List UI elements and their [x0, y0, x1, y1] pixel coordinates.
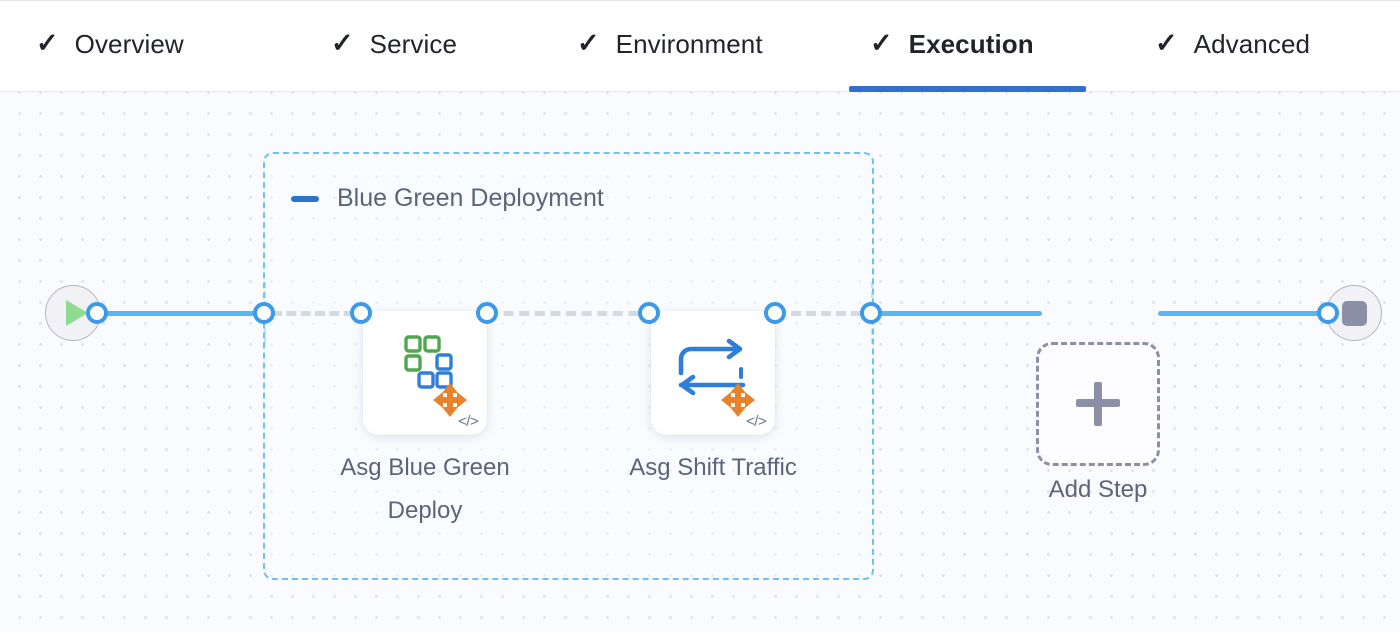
step-label: Asg Blue Green Deploy — [340, 454, 510, 524]
play-icon — [65, 300, 88, 326]
connector-addstep-to-end — [1158, 311, 1338, 316]
stop-icon — [1341, 300, 1367, 326]
check-icon: ✓ — [1155, 27, 1178, 58]
tab-overview[interactable]: ✓ Overview — [36, 0, 214, 92]
minus-icon[interactable] — [291, 195, 319, 202]
step-node-asg-blue-green-deploy[interactable]: </> Asg Blue Green Deploy — [340, 311, 510, 524]
tab-label: Service — [369, 28, 458, 59]
port-step1-in[interactable] — [350, 302, 372, 324]
asg-blue-green-deploy-icon — [404, 335, 467, 417]
connector-step2-to-group-end — [776, 311, 876, 316]
step-label: Asg Shift Traffic — [629, 454, 797, 481]
port-step2-in[interactable] — [638, 302, 660, 324]
step-node-asg-shift-traffic[interactable]: </> Asg Shift Traffic — [629, 311, 797, 481]
check-icon: ✓ — [577, 27, 600, 58]
tab-label: Advanced — [1193, 28, 1311, 59]
connector-group-to-step1 — [272, 311, 368, 316]
port-start-out[interactable] — [86, 302, 108, 324]
code-badge: </> — [746, 413, 766, 430]
stage-group-blue-green-deployment[interactable]: Blue Green Deployment — [263, 152, 874, 580]
aws-asg-glyph — [721, 383, 755, 417]
tab-label: Environment — [615, 28, 763, 59]
port-group-out[interactable] — [860, 302, 882, 324]
aws-asg-glyph — [433, 383, 467, 417]
connector-step1-to-step2 — [488, 311, 654, 316]
group-header[interactable]: Blue Green Deployment — [291, 184, 604, 213]
check-icon: ✓ — [870, 27, 893, 58]
tab-label: Overview — [74, 28, 184, 59]
check-icon: ✓ — [331, 27, 354, 58]
group-title: Blue Green Deployment — [337, 184, 604, 212]
connector-start-to-group — [96, 311, 272, 316]
wizard-tab-bar: ✓ Overview ✓ Service ✓ Environment ✓ Exe… — [0, 0, 1400, 92]
step-card[interactable]: </> — [651, 311, 775, 435]
tab-execution[interactable]: ✓ Execution — [849, 0, 1086, 92]
add-step-button[interactable] — [1036, 342, 1160, 466]
add-step-node[interactable]: Add Step — [1036, 342, 1160, 503]
port-end-in[interactable] — [1317, 302, 1339, 324]
port-step1-out[interactable] — [476, 302, 498, 324]
step-card[interactable]: </> — [363, 311, 487, 435]
tab-environment[interactable]: ✓ Environment — [577, 0, 793, 92]
plus-icon — [1076, 382, 1120, 426]
port-step2-out[interactable] — [764, 302, 786, 324]
tab-active-indicator — [849, 86, 1086, 92]
add-step-label: Add Step — [1048, 476, 1148, 503]
pipeline-canvas[interactable]: Blue Green Deployment — [0, 92, 1400, 632]
connector-group-to-addstep — [872, 311, 1042, 316]
tab-advanced[interactable]: ✓ Advanced — [1155, 0, 1340, 92]
port-group-in[interactable] — [253, 302, 275, 324]
tab-service[interactable]: ✓ Service — [331, 0, 487, 92]
code-badge: </> — [458, 413, 478, 430]
asg-shift-traffic-icon — [678, 338, 755, 417]
check-icon: ✓ — [36, 27, 59, 58]
tab-label: Execution — [908, 28, 1034, 59]
